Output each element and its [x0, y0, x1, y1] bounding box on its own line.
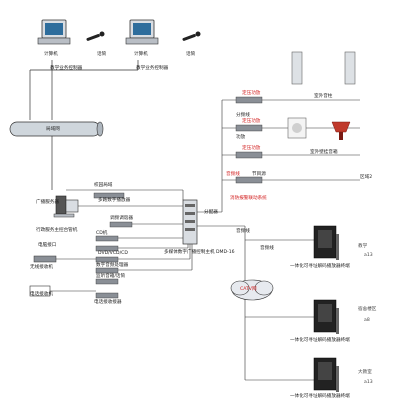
pc-link-label: 电脑接口	[38, 243, 57, 248]
keyboard-icon	[53, 213, 75, 218]
wireless-receiver	[33, 255, 57, 263]
terminal3-title: 大教室	[358, 370, 372, 375]
workstation-2	[125, 19, 159, 45]
terminal-2	[313, 299, 339, 334]
digital-mixer-label: 数字音频处理器	[96, 263, 129, 268]
zone1-label: 室外音柱	[314, 94, 333, 99]
lan-label: 局域网	[46, 127, 60, 132]
digital-player-label: 多路数字播放器	[98, 198, 131, 203]
lan-pipe	[9, 121, 104, 137]
server-tower	[55, 195, 79, 215]
monitor-amp-label: 监听音箱/话筒	[96, 274, 126, 279]
zone1-amp-label: 定压功放	[242, 91, 261, 96]
left-connections	[50, 189, 193, 292]
zone2-amp-label: 定压功放	[242, 119, 261, 124]
switch-label: 分配器	[204, 210, 218, 215]
controller1-label: 教学业务控制器	[50, 66, 83, 71]
mic1-label: 话筒	[97, 52, 107, 57]
wall-speaker-icon	[287, 117, 307, 139]
amp-d-label: 音频线	[226, 172, 240, 177]
amp-a-label: 分频线	[236, 113, 250, 118]
server-label: 广播服务器	[36, 200, 59, 205]
terminal1-code: a13	[364, 253, 373, 258]
terminal-1	[313, 225, 339, 260]
catv-label: CATV网	[240, 287, 257, 292]
cd-player-label: CD机	[96, 231, 108, 236]
terminal2-title: 宿舍楼区	[358, 307, 377, 312]
terminal3-code: a13	[364, 380, 373, 385]
wireless-receiver-label: 无线接收机	[30, 265, 53, 270]
fire-alarm-label: 消防报警联动系统	[230, 196, 267, 201]
cable1-label: 音频线	[236, 229, 250, 234]
service-station-label: 行政服务主控台管机	[36, 228, 78, 233]
rack-label: 多媒体数字广播控制主机 DMD-16	[164, 250, 235, 255]
mic2-label: 话筒	[186, 52, 196, 57]
amp-units	[235, 96, 263, 184]
amp-b-label: 功放	[236, 135, 246, 140]
pc2-label: 计算机	[134, 52, 148, 57]
catv-cloud	[230, 279, 274, 301]
terminal1-title: 教学	[358, 244, 368, 249]
dvd-box-label: DVD/VCD/CD	[98, 251, 128, 256]
zone2-label: 室外壁挂音箱	[310, 150, 338, 155]
microphone-2-icon	[182, 31, 201, 41]
microphone-1-icon	[86, 31, 105, 41]
rack-units	[93, 192, 133, 299]
central-switch	[182, 199, 198, 245]
telephone-label: 电话接收机	[30, 292, 53, 297]
terminal2-code: a8	[364, 318, 370, 323]
fm-tuner-label: 调频调谐器	[110, 216, 133, 221]
broadcast-line-label: 校园局域	[94, 183, 113, 188]
phone-interface-label: 电话接收接器	[94, 300, 122, 305]
terminal2-desc: 一体化可寻址解码播放器终端	[290, 338, 350, 343]
pc1-label: 计算机	[44, 52, 58, 57]
speaker-columns	[291, 51, 356, 85]
terminal-3	[313, 357, 339, 392]
zone3-label: 区域2	[360, 175, 373, 180]
controller2-label: 教学业务控制器	[136, 66, 169, 71]
terminal3-desc: 一体化可寻址解码播放器终端	[290, 394, 350, 399]
zone3-amp-label: 定压功放	[242, 146, 261, 151]
horn-speaker-icon	[331, 121, 351, 140]
terminal1-desc: 一体化可寻址解码播放器终端	[290, 264, 350, 269]
cable2-label: 音频线	[260, 246, 274, 251]
amp-c-label: 节目源	[252, 172, 266, 177]
workstation-1	[37, 19, 71, 45]
